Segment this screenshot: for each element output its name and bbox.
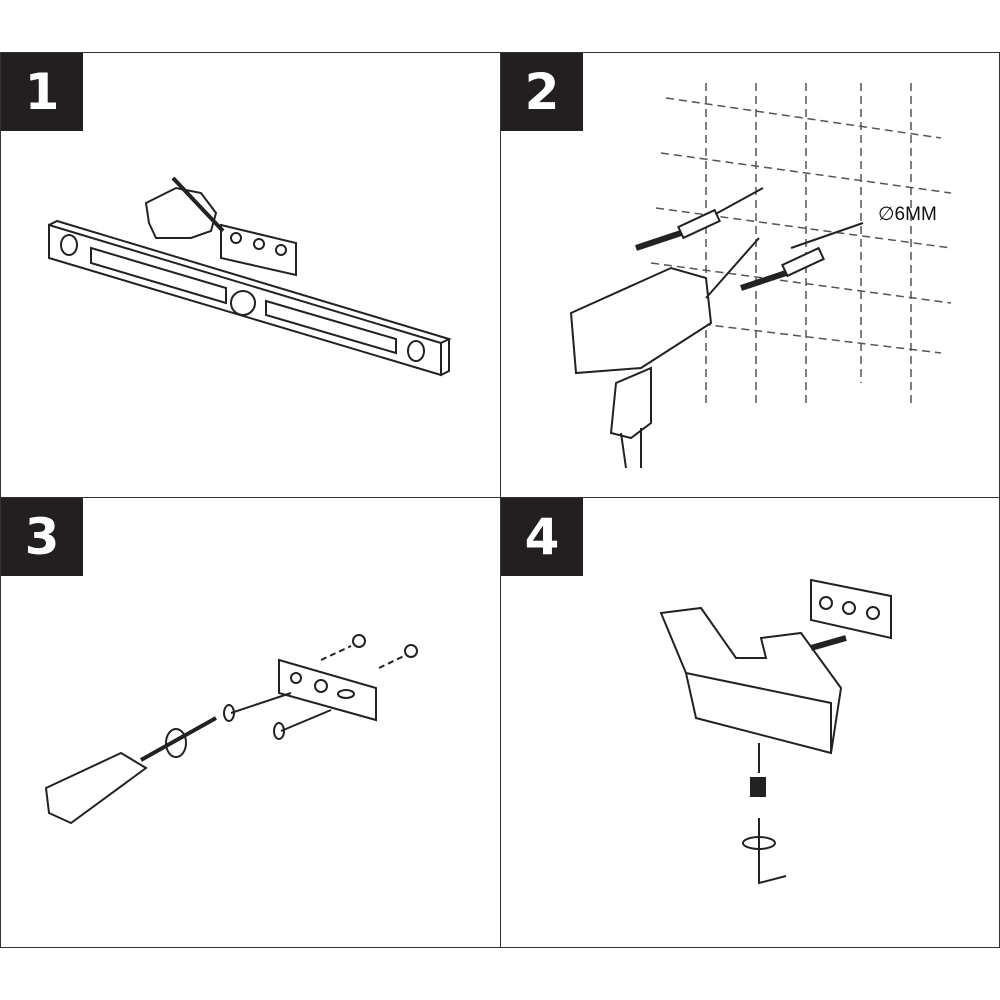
step-1-panel: 1	[0, 52, 501, 498]
step-number-badge: 1	[1, 53, 83, 131]
step-number-badge: 3	[1, 498, 83, 576]
drilling-illustration	[569, 83, 952, 469]
step-3-panel: 3	[0, 497, 501, 948]
step-number-badge: 4	[501, 498, 583, 576]
step-4-panel: 4	[500, 497, 1000, 948]
drill-size-label: ∅6MM	[878, 204, 937, 225]
step-number-badge: 2	[501, 53, 583, 131]
level-marking-illustration	[48, 176, 452, 377]
screw-fixing-illustration	[44, 634, 418, 825]
step-2-panel: 2 ∅6MM	[500, 52, 1000, 498]
hook-mounting-illustration	[659, 578, 892, 885]
